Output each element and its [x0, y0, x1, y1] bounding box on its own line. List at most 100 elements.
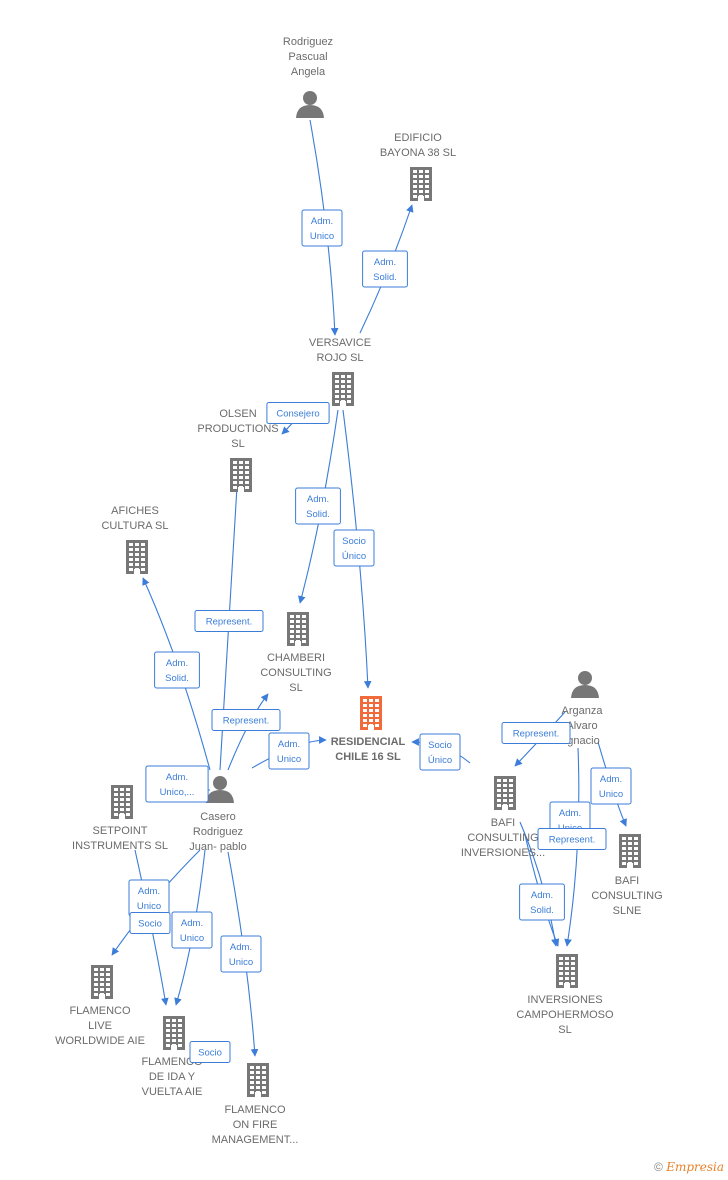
- edge-label[interactable]: Adm. Solid.: [154, 651, 200, 689]
- edge-label[interactable]: Adm.Solid.: [362, 250, 408, 288]
- node-label: SLNE: [613, 905, 642, 917]
- building-icon: [410, 167, 432, 201]
- node-flam_live[interactable]: FLAMENCO LIVE WORLDWIDE AIE: [55, 965, 145, 1047]
- edge-label[interactable]: Adm.Unico: [128, 879, 170, 917]
- node-label: Angela: [291, 66, 326, 78]
- building-icon: [360, 696, 382, 730]
- node-flam_fire[interactable]: FLAMENCO ON FIRE MANAGEMENT...: [212, 1063, 299, 1146]
- copyright-symbol: ©: [654, 1160, 663, 1174]
- building-icon: [230, 458, 252, 492]
- edge-label-text: Consejero: [276, 409, 319, 420]
- person-icon: [571, 671, 599, 698]
- building-icon: [494, 776, 516, 810]
- edge-label-text: Adm.: [278, 739, 300, 750]
- edge-label-text: Adm.: [166, 658, 188, 669]
- node-label: CAMPOHERMOSO: [516, 1009, 614, 1021]
- edge-label[interactable]: Socio: [129, 912, 171, 934]
- edge-label-text: Socio: [342, 536, 366, 547]
- edge-label-text: Adm.: [311, 216, 333, 227]
- edge-label-text: Unico: [599, 789, 623, 800]
- edge-label-text: Adm.: [307, 494, 329, 505]
- edge-label[interactable]: Represent.: [194, 610, 264, 632]
- edge-label-text: Socio: [138, 919, 162, 930]
- edge-label[interactable]: Adm. Solid.: [295, 487, 341, 525]
- edge-label-text: Socio: [428, 740, 452, 751]
- edge-label[interactable]: Adm. Unico: [220, 935, 262, 973]
- edge-label[interactable]: Adm. Unico: [268, 732, 310, 770]
- node-label: Arganza: [562, 705, 604, 717]
- edge-label-text: Socio: [198, 1048, 222, 1059]
- edge-label-text: Adm.: [559, 808, 581, 819]
- edge-label-text: Adm.: [181, 918, 203, 929]
- building-icon: [111, 785, 133, 819]
- node-label: BAYONA 38 SL: [380, 147, 456, 159]
- edge-label-text: Solid.: [306, 509, 330, 520]
- edge-label-text: Represent.: [513, 729, 559, 740]
- building-icon: [287, 612, 309, 646]
- edge-label[interactable]: Adm.Unico,...: [145, 765, 209, 803]
- node-label: WORLDWIDE AIE: [55, 1035, 145, 1047]
- node-label: FLAMENCO: [141, 1056, 203, 1068]
- edge-label[interactable]: Adm.Unico: [590, 767, 632, 805]
- node-label: SETPOINT: [92, 825, 147, 837]
- node-label: Juan- pablo: [189, 841, 247, 853]
- edge-label[interactable]: Represent.: [211, 709, 281, 731]
- edge-label-text: Adm.: [138, 886, 160, 897]
- node-label: LIVE: [88, 1020, 112, 1032]
- brand-logo[interactable]: Empresia: [666, 1160, 724, 1174]
- node-label: Pascual: [288, 51, 327, 63]
- footer: © Empresia: [654, 1160, 724, 1174]
- node-label: BAFI: [615, 875, 639, 887]
- node-label: ON FIRE: [233, 1119, 278, 1131]
- node-label: PRODUCTIONS: [197, 423, 278, 435]
- edge-label-text: Unico: [310, 231, 334, 242]
- node-label: RESIDENCIAL: [331, 736, 406, 748]
- node-label: FLAMENCO: [224, 1104, 286, 1116]
- edge-labels-layer: Adm.UnicoAdm.Solid.ConsejeroAdm.Solid.So…: [128, 209, 632, 1063]
- edge-label-text: Adm.: [230, 942, 252, 953]
- edge-label-text: Solid.: [530, 905, 554, 916]
- node-label: MANAGEMENT...: [212, 1134, 299, 1146]
- edge-label[interactable]: Adm.Solid.: [519, 883, 565, 921]
- node-label: FLAMENCO: [69, 1005, 131, 1017]
- edge-label-text: Único: [428, 755, 452, 766]
- node-label: OLSEN: [219, 408, 256, 420]
- node-label: CONSULTING: [591, 890, 662, 902]
- edge-label[interactable]: Socio: [189, 1041, 231, 1063]
- edge-label-text: Adm.: [374, 257, 396, 268]
- person-icon: [296, 91, 324, 118]
- node-label: Rodriguez: [283, 36, 333, 48]
- node-bafi_inv[interactable]: BAFICONSULTINGINVERSIONES...: [461, 776, 545, 859]
- edge-label-text: Unico,...: [160, 787, 195, 798]
- node-label: Casero: [200, 811, 235, 823]
- building-icon: [619, 834, 641, 868]
- node-label: BAFI: [491, 817, 515, 829]
- edge-label[interactable]: Consejero: [266, 402, 330, 424]
- edge-label[interactable]: Adm. Unico: [301, 209, 343, 247]
- node-bafi_slne[interactable]: BAFI CONSULTING SLNE: [591, 834, 663, 917]
- edge-label-text: Unico: [277, 754, 301, 765]
- edge-label-text: Solid.: [165, 673, 189, 684]
- edge-label[interactable]: Adm.Unico: [171, 911, 213, 949]
- edge-label-text: Unico: [229, 957, 253, 968]
- person-icon: [206, 776, 234, 803]
- node-label: Alvaro: [566, 720, 597, 732]
- edge-label[interactable]: Represent.: [501, 722, 571, 744]
- building-icon: [247, 1063, 269, 1097]
- edge-label[interactable]: Represent.: [537, 828, 607, 850]
